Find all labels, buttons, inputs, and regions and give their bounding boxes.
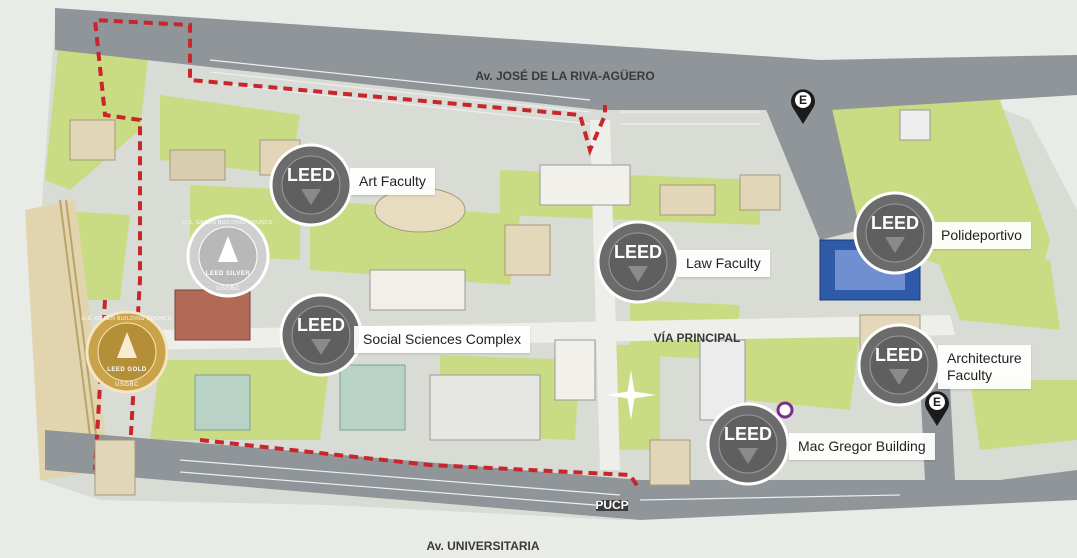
shield-icon xyxy=(738,448,758,464)
seal-ring: U.S. GREEN BUILDING COUNCIL xyxy=(81,316,172,322)
leed-badge-art[interactable]: LEED xyxy=(269,143,353,227)
label-architecture-faculty[interactable]: Architecture Faculty xyxy=(938,345,1031,389)
seal-ring: U.S. GREEN BUILDING COUNCIL xyxy=(182,220,273,226)
leed-silver-seal: LEED SILVER USGBC U.S. GREEN BUILDING CO… xyxy=(182,214,273,298)
entrance-marker-north[interactable]: E xyxy=(791,89,815,124)
svg-text:LEED: LEED xyxy=(297,315,345,335)
leaf-icon xyxy=(218,236,238,262)
street-label-north: Av. JOSÉ DE LA RIVA-AGÜERO xyxy=(475,68,654,83)
street-label-central: VÍA PRINCIPAL xyxy=(654,330,741,345)
label-mac-gregor[interactable]: Mac Gregor Building xyxy=(789,433,935,460)
entrance-marker-east[interactable]: E xyxy=(925,391,949,426)
leed-badge-social-sciences[interactable]: LEED xyxy=(279,293,363,377)
svg-text:LEED: LEED xyxy=(724,424,772,444)
rail-line xyxy=(59,199,96,476)
gate-label: PUCP xyxy=(595,498,628,512)
shield-icon xyxy=(628,266,648,282)
label-law-faculty[interactable]: Law Faculty xyxy=(677,250,770,277)
roads xyxy=(45,8,1077,520)
svg-text:LEED: LEED xyxy=(875,345,923,365)
svg-text:LEED: LEED xyxy=(871,213,919,233)
pedestrian-route xyxy=(92,17,642,492)
label-art-faculty[interactable]: Art Faculty xyxy=(350,168,435,195)
parking-lots xyxy=(179,59,901,508)
buildings xyxy=(69,109,931,496)
seal-level: LEED GOLD xyxy=(107,367,147,373)
shield-icon xyxy=(301,189,321,205)
shield-icon xyxy=(311,339,331,355)
shield-icon xyxy=(889,369,909,385)
svg-text:LEED: LEED xyxy=(614,242,662,262)
seal-org: USGBC xyxy=(115,382,139,388)
leed-badge-architecture[interactable]: LEED xyxy=(857,323,941,407)
entrance-letter: E xyxy=(799,93,807,107)
info-point-icon xyxy=(776,401,794,419)
leed-badge-polideportivo[interactable]: LEED xyxy=(853,191,937,275)
gate-sign xyxy=(596,500,628,511)
label-polideportivo[interactable]: Polideportivo xyxy=(932,222,1031,249)
seal-org: USGBC xyxy=(216,286,240,292)
street-label-south: Av. UNIVERSITARIA xyxy=(426,539,539,553)
leed-gold-seal: LEED GOLD USGBC U.S. GREEN BUILDING COUN… xyxy=(81,310,172,394)
shield-icon xyxy=(885,237,905,253)
compass-star-icon xyxy=(606,370,656,420)
leed-badge-mac-gregor[interactable]: LEED xyxy=(706,402,790,486)
seal-level: LEED SILVER xyxy=(206,271,251,277)
leaf-icon xyxy=(117,332,137,358)
sand-strip xyxy=(25,200,110,480)
entrance-letter: E xyxy=(933,395,941,409)
leed-badge-law[interactable]: LEED xyxy=(596,220,680,304)
label-social-sciences[interactable]: Social Sciences Complex xyxy=(354,326,530,353)
svg-text:LEED: LEED xyxy=(287,165,335,185)
